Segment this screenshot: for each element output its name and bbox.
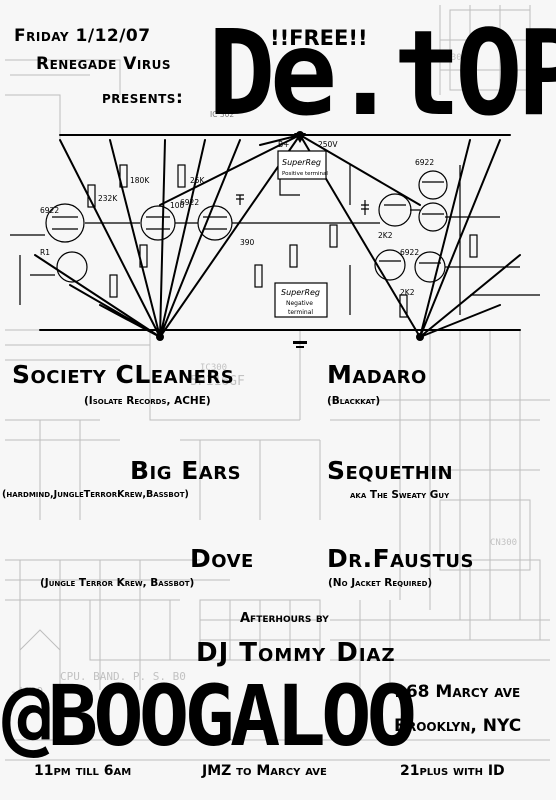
artist-madaro: Madaro — [327, 360, 427, 389]
bg-label: -4000 — [10, 685, 43, 698]
resistor-label: 232K — [98, 194, 118, 203]
artist-affiliation: (Jungle Terror Krew, Bassbot) — [40, 577, 195, 589]
superreg-bottom-sublabel: terminal — [288, 309, 313, 316]
afterhours-dj: DJ Tommy Diaz — [196, 638, 396, 668]
presents-text: presents: — [102, 88, 184, 108]
superreg-top-sublabel: Positive terminal — [282, 171, 328, 177]
venue-address-city: Brooklyn, NYC — [394, 716, 522, 736]
promoter-name: Renegade Virus — [36, 54, 171, 74]
artist-affiliation: (hardmind,JungleTerrorKrew,Bassbot) — [2, 489, 189, 500]
resistor-label: 2K2 — [378, 231, 393, 240]
resistor-label: 25K — [190, 176, 206, 185]
bg-label: 5P116GF — [190, 374, 245, 389]
bg-label: IC300 — [440, 53, 467, 63]
tube-label: 6922 — [40, 206, 59, 215]
venue-name: @BOOGALOO — [2, 667, 417, 765]
afterhours-label: Afterhours by — [240, 611, 329, 626]
circuit-schematic: SuperReg Positive terminal SuperReg Nega… — [10, 110, 540, 348]
bg-label: CN300 — [490, 538, 517, 548]
artist-society-cleaners: Society CLeaners — [12, 360, 235, 389]
artist-dove: Dove — [190, 544, 254, 573]
resistor-label: 2K2 — [400, 288, 415, 297]
resistor-label: 390 — [240, 238, 255, 247]
tube-label: 6922 — [400, 248, 419, 257]
artist-sequethin: Sequethin — [327, 456, 454, 485]
event-time: 11pm till 6am — [34, 763, 132, 779]
bg-label: IC300 — [200, 363, 227, 373]
superreg-bottom-label: SuperReg — [281, 288, 320, 297]
tube-label: 6922 — [180, 198, 199, 207]
artist-affiliation: (Blackkat) — [327, 395, 381, 407]
resistor-label: 100 — [170, 201, 185, 210]
bplus-label: B+ — [278, 140, 289, 149]
bg-label: CPU. BAND. P. S. B0 — [60, 670, 186, 683]
event-logo: De.tOP — [208, 4, 556, 142]
superreg-top-label: SuperReg — [282, 158, 321, 167]
ic-label: IC 302 — [210, 110, 234, 119]
venue-address-street: 168 Marcy ave — [394, 682, 521, 702]
artist-affiliation: (No Jacket Required) — [328, 577, 433, 589]
event-date: Friday 1/12/07 — [14, 26, 151, 46]
event-transit: JMZ to Marcy ave — [202, 763, 327, 779]
voltage-label: 250V — [318, 140, 338, 149]
tube — [45, 203, 85, 243]
artist-dr-faustus: Dr.Faustus — [327, 544, 475, 573]
superreg-bottom-sublabel: Negative — [286, 300, 313, 307]
event-age-limit: 21plus with ID — [400, 763, 505, 779]
free-label: !!FREE!! — [270, 26, 368, 50]
artist-big-ears: Big Ears — [130, 456, 242, 485]
artist-affiliation: (Isolate Records, ACHE) — [84, 395, 211, 407]
resistor-label: 180K — [130, 176, 150, 185]
artist-affiliation: aka The Sweaty Guy — [350, 489, 450, 501]
tube-label: 6922 — [415, 158, 434, 167]
resistor-label: R1 — [40, 248, 50, 257]
